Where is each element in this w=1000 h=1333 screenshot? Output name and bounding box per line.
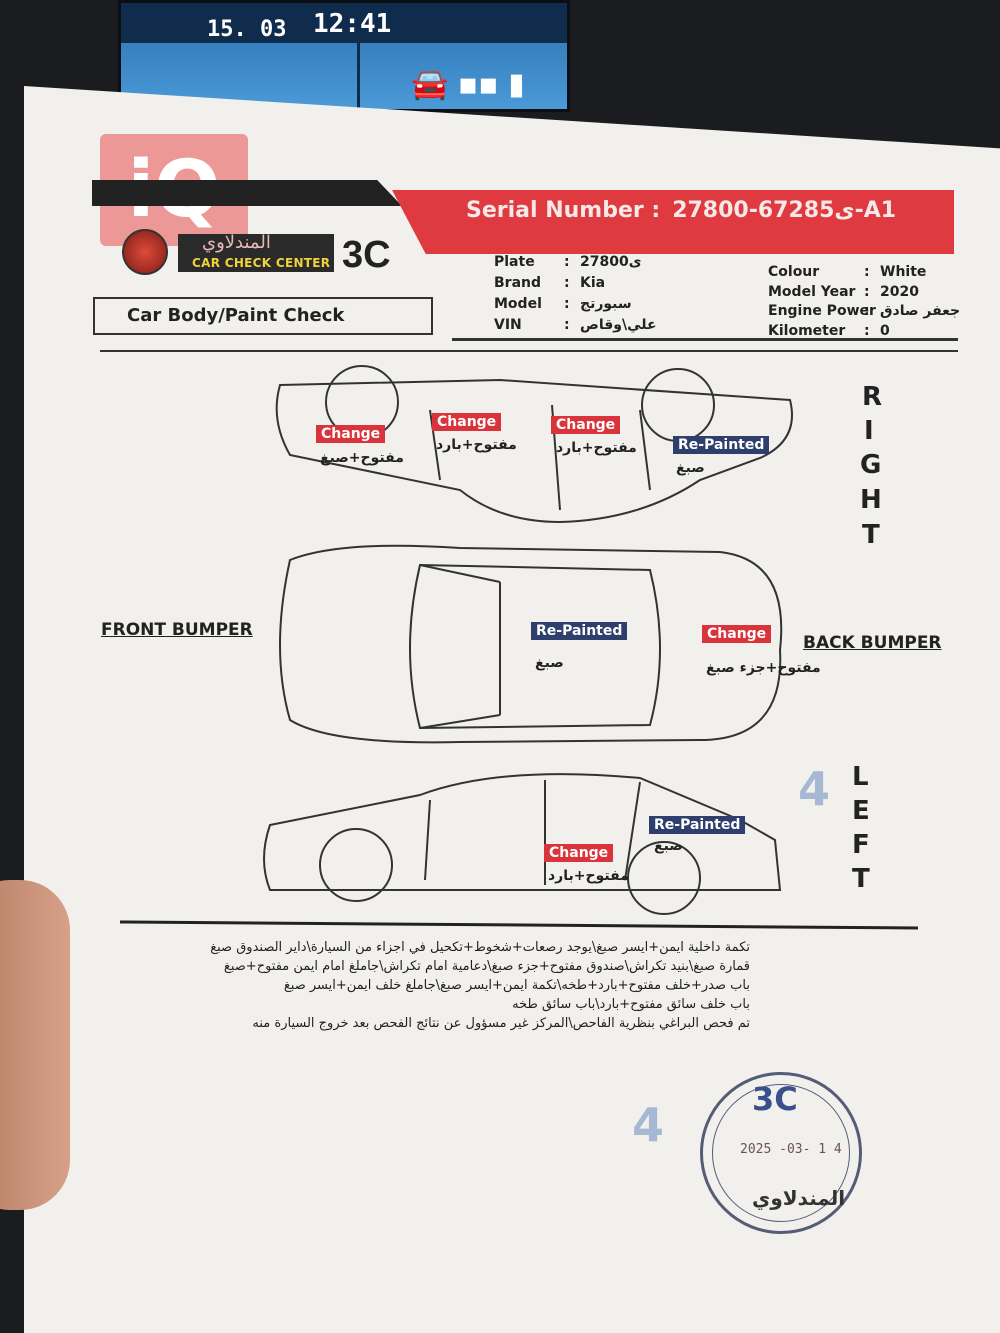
note-l1: صبغ (654, 838, 683, 854)
handwritten-digit-top: 4 (798, 762, 831, 816)
stamp-date: 2025 -03- 1 4 (740, 1142, 842, 1157)
note-line-5: تم فحص البراغي بنظرية الفاحص\المركز غير … (252, 1016, 750, 1031)
left-door-lines (424, 780, 641, 885)
handwritten-digit-bottom: 4 (632, 1098, 665, 1152)
note-r2: مفتوح+بارد (436, 437, 517, 453)
note-r4: صبغ (676, 460, 705, 476)
info-plate: Plate:ى27800 (494, 254, 642, 270)
note-r3: مفتوح+بارد (556, 440, 637, 456)
right-letter-h: H (860, 485, 882, 515)
label-repainted-t1: Re-Painted (531, 622, 628, 640)
logo-code: 3C (342, 234, 391, 276)
left-letter-t: T (852, 864, 870, 894)
info-kilometer: Kilometer:0 (768, 323, 890, 339)
info-model-year: Model Year:2020 (768, 284, 919, 300)
left-back-wheel (627, 841, 701, 915)
right-letter-i: I (864, 416, 874, 446)
note-l2: مفتوح+بارد (548, 868, 629, 884)
label-repainted-r4: Re-Painted (673, 436, 770, 454)
left-letter-l: L (852, 762, 869, 792)
diagram-bottom-line (119, 920, 919, 930)
company-stamp-inner-ring (712, 1084, 850, 1222)
note-t2: مفتوح+جزء صبغ (706, 660, 821, 676)
serial-number: Serial Number : ى67285-27800-A1 (466, 198, 896, 223)
left-letter-f: F (852, 830, 870, 860)
stamp-code: 3C (752, 1080, 798, 1118)
serial-label: Serial Number : (466, 198, 661, 223)
info-engine-power: Engine Power:جعفر صادق (768, 303, 961, 319)
info-colour: Colour:White (768, 264, 927, 280)
note-line-4: باب خلف سائق مفتوح+بارد\باب سائق طخه (512, 997, 750, 1012)
company-emblem-icon (122, 229, 168, 275)
info-vin: VIN:علي\وقاص (494, 317, 657, 333)
header-underline (452, 338, 958, 341)
note-line-3: باب صدر+خلف مفتوح+بارد+طخه\تكمة ايمن+ايس… (283, 978, 750, 993)
screen-time: 12:41 (313, 9, 392, 39)
label-change-l2: Change (544, 844, 614, 862)
front-bumper-label: FRONT BUMPER (101, 620, 253, 640)
section-title: Car Body/Paint Check (93, 297, 433, 335)
logo-arabic-name: المندلاوي (202, 232, 271, 253)
info-brand: Brand:Kia (494, 275, 606, 291)
label-change-r2: Change (432, 413, 502, 431)
label-change-t2: Change (702, 625, 772, 643)
note-line-1: تكمة داخلية ايمن+ايسر صبغ\يوجد رصعات+شخو… (210, 940, 750, 955)
screen-status-bar (121, 3, 567, 43)
right-letter-r: R (862, 382, 883, 412)
right-back-wheel (641, 368, 715, 442)
left-side-car-outline (263, 773, 782, 891)
top-view-windshield (419, 564, 501, 729)
label-change-r1: Change (316, 425, 386, 443)
top-view-car-outline (279, 544, 783, 744)
logo-english-name: CAR CHECK CENTER (192, 256, 331, 270)
screen-date: 15. 03 (207, 17, 287, 42)
car-app-icon: 🚘 ▪▪ ▮ (411, 67, 525, 102)
info-model: Model:سبورتج (494, 296, 632, 312)
right-letter-t: T (862, 520, 880, 550)
screen-divider (357, 43, 360, 115)
note-t1: صبغ (535, 655, 564, 671)
header-divider (100, 350, 958, 352)
label-change-r3: Change (551, 416, 621, 434)
right-side-car-outline (275, 378, 793, 524)
top-view-roof (409, 563, 661, 730)
note-r1: مفتوح+صبغ (320, 450, 404, 466)
header-dark-bar (92, 180, 402, 206)
logo-box (178, 234, 334, 272)
stamp-name: المندلاوي (752, 1186, 846, 1210)
dashboard-screen: 15. 03 12:41 🚘 ▪▪ ▮ (118, 0, 570, 115)
right-letter-g: G (860, 450, 882, 480)
left-letter-e: E (852, 796, 870, 826)
label-repainted-l1: Re-Painted (649, 816, 746, 834)
serial-value: ى67285-27800-A1 (672, 198, 897, 223)
company-stamp (700, 1072, 862, 1234)
back-bumper-label: BACK BUMPER (803, 633, 942, 653)
note-line-2: قمارة صبغ\بنيد تكراش\صندوق مفتوح+جزء صبغ… (223, 959, 750, 974)
header-red-band (392, 190, 954, 254)
inspection-notes: تكمة داخلية ايمن+ايسر صبغ\يوجد رصعات+شخو… (140, 940, 750, 1035)
holding-thumb (0, 880, 70, 1210)
left-front-wheel (319, 828, 393, 902)
